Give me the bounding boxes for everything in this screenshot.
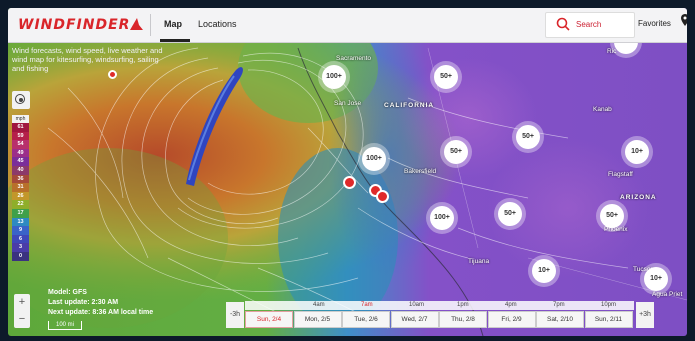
last-update: Last update: 2:30 AM xyxy=(48,299,119,306)
legend-value: 40 xyxy=(12,165,29,175)
time-label[interactable]: 4am xyxy=(313,302,325,308)
time-next-button[interactable]: +3h xyxy=(636,302,654,328)
legend-value: 6 xyxy=(12,234,29,244)
spot-cluster[interactable]: 100+ xyxy=(322,65,346,89)
legend-value: 9 xyxy=(12,226,29,235)
spot-cluster[interactable]: 50+ xyxy=(600,204,624,228)
time-label[interactable]: 10am xyxy=(409,302,425,308)
legend-value: 49 xyxy=(12,148,29,158)
time-label[interactable]: 7pm xyxy=(553,302,565,308)
windfinder-logo-icon xyxy=(130,18,143,30)
time-label[interactable]: 4pm xyxy=(505,302,517,308)
search-icon xyxy=(556,17,570,31)
favorites-link[interactable]: Favorites xyxy=(638,19,671,28)
legend-value: 54 xyxy=(12,140,29,149)
legend-value: 59 xyxy=(12,131,29,141)
place-label: Ric xyxy=(607,48,617,55)
day-button[interactable]: Sat, 2/10 xyxy=(536,311,584,328)
spot-cluster[interactable]: 100+ xyxy=(430,206,454,230)
crosshair-dot xyxy=(19,98,23,102)
time-row: 4am 7am 10am 1pm 4pm 7pm 10pm xyxy=(245,301,634,310)
spot-cluster[interactable]: 10+ xyxy=(532,259,556,283)
place-label: Tucson xyxy=(633,266,655,273)
zoom-in-button[interactable]: + xyxy=(18,296,26,308)
divider xyxy=(150,14,151,36)
locate-me-button[interactable] xyxy=(12,91,30,109)
tab-map[interactable]: Map xyxy=(164,19,182,29)
location-pin-icon[interactable] xyxy=(681,14,687,26)
place-label: Kanab xyxy=(593,106,612,113)
legend-value: 45 xyxy=(12,157,29,166)
spot-pin[interactable] xyxy=(343,176,356,189)
spot-pin[interactable] xyxy=(108,70,117,79)
spot-cluster[interactable]: 10+ xyxy=(644,267,668,291)
time-label[interactable]: 10pm xyxy=(601,302,617,308)
day-button[interactable]: Tue, 2/6 xyxy=(342,311,390,328)
day-button[interactable]: Wed, 2/7 xyxy=(390,311,439,328)
spot-cluster[interactable]: 50+ xyxy=(444,140,468,164)
tab-active-indicator xyxy=(160,39,190,42)
top-bar: WINDFINDER Map Locations Search Favorite… xyxy=(8,8,687,43)
zoom-out-button[interactable]: − xyxy=(18,313,26,325)
time-label[interactable]: 7am xyxy=(361,302,373,308)
tab-locations[interactable]: Locations xyxy=(198,19,237,29)
day-button[interactable]: Fri, 2/9 xyxy=(487,311,536,328)
place-label: Sacramento xyxy=(336,55,372,62)
place-label: Bakersfield xyxy=(404,168,437,175)
legend-value: 31 xyxy=(12,183,29,192)
next-update: Next update: 8:36 AM local time xyxy=(48,309,154,316)
windfinder-logo[interactable]: WINDFINDER xyxy=(18,17,131,33)
legend-value: 0 xyxy=(12,251,29,261)
day-button[interactable]: Mon, 2/5 xyxy=(293,311,342,328)
zoom-controls: + − xyxy=(14,294,30,328)
legend-value: 13 xyxy=(12,217,29,227)
spot-cluster[interactable]: 50+ xyxy=(434,65,458,89)
day-button[interactable]: Thu, 2/8 xyxy=(439,311,487,328)
scale-bar: 100 mi xyxy=(48,321,82,330)
legend-value: 17 xyxy=(12,208,29,218)
place-label: Tijuana xyxy=(468,258,490,265)
day-button[interactable]: Sun, 2/11 xyxy=(584,311,633,328)
legend-unit: mph xyxy=(12,115,29,123)
spot-cluster[interactable]: 100+ xyxy=(362,147,386,171)
model-name: Model: GFS xyxy=(48,289,87,296)
wind-map[interactable] xyxy=(8,8,687,336)
place-label: Phoenix xyxy=(604,226,628,233)
legend-value: 22 xyxy=(12,200,29,209)
time-prev-button[interactable]: -3h xyxy=(226,302,244,328)
region-label: CALIFORNIA xyxy=(384,102,435,109)
legend-value: 61 xyxy=(12,123,29,132)
search-input[interactable]: Search xyxy=(545,12,635,38)
place-label: San Jose xyxy=(334,100,362,107)
legend-value: 36 xyxy=(12,174,29,184)
legend-value: 3 xyxy=(12,243,29,252)
spot-cluster[interactable]: 10+ xyxy=(625,140,649,164)
map-description: Wind forecasts, wind speed, live weather… xyxy=(12,46,163,73)
spot-cluster[interactable]: 50+ xyxy=(516,125,540,149)
place-label: Flagstaff xyxy=(608,171,633,178)
model-info: Model: GFS Last update: 2:30 AM Next upd… xyxy=(48,288,153,318)
place-label: Agua Priet xyxy=(652,291,683,298)
crosshair-icon xyxy=(15,94,25,104)
legend-value: 26 xyxy=(12,191,29,201)
time-label[interactable]: 1pm xyxy=(457,302,469,308)
day-button[interactable]: Sun, 2/4 xyxy=(245,311,293,328)
region-label: ARIZONA xyxy=(620,194,657,201)
spot-pin[interactable] xyxy=(376,190,389,203)
search-placeholder: Search xyxy=(576,20,602,29)
app-window: Sacramento San Jose Bakersfield Kanab Fl… xyxy=(8,8,687,336)
spot-cluster[interactable]: 50+ xyxy=(498,202,522,226)
